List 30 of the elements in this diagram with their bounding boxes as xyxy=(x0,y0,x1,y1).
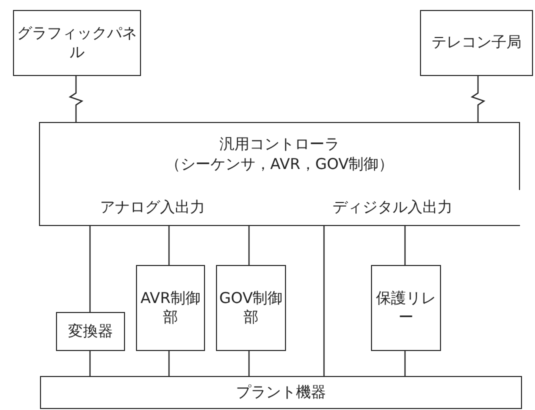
component-box xyxy=(371,265,441,351)
connector-line xyxy=(404,225,406,265)
box-label: グラフィックパネル xyxy=(16,24,138,62)
connector-line xyxy=(89,225,91,312)
connector-line xyxy=(404,351,406,376)
box-label: 保護リレー xyxy=(375,288,437,328)
component-box xyxy=(136,265,205,351)
component-box xyxy=(216,265,286,351)
box-label: テレコン子局 xyxy=(432,33,522,53)
connector-line xyxy=(168,351,170,376)
box-label: アナログ入出力 xyxy=(100,198,205,218)
component-box xyxy=(56,312,125,351)
box-label: AVR制御部 xyxy=(140,288,202,328)
box-label: ディジタル入出力 xyxy=(332,198,452,218)
connector-line xyxy=(89,351,91,376)
component-box xyxy=(40,376,522,409)
connector-line xyxy=(168,225,170,265)
box-label: GOV制御部 xyxy=(218,288,284,328)
box-label: プラント機器 xyxy=(236,382,326,402)
box-label: 汎用コントローラ xyxy=(220,135,340,154)
communication-link xyxy=(470,76,486,122)
connector-line xyxy=(248,351,250,376)
box-label: 変換器 xyxy=(68,322,113,342)
box-sublabel: （シーケンサ，AVR，GOV制御） xyxy=(165,154,394,174)
connector-line xyxy=(248,225,250,265)
component-box xyxy=(39,122,520,226)
communication-link xyxy=(68,76,84,122)
connector-line xyxy=(323,225,325,376)
component-box xyxy=(420,10,533,76)
component-box xyxy=(13,10,141,76)
